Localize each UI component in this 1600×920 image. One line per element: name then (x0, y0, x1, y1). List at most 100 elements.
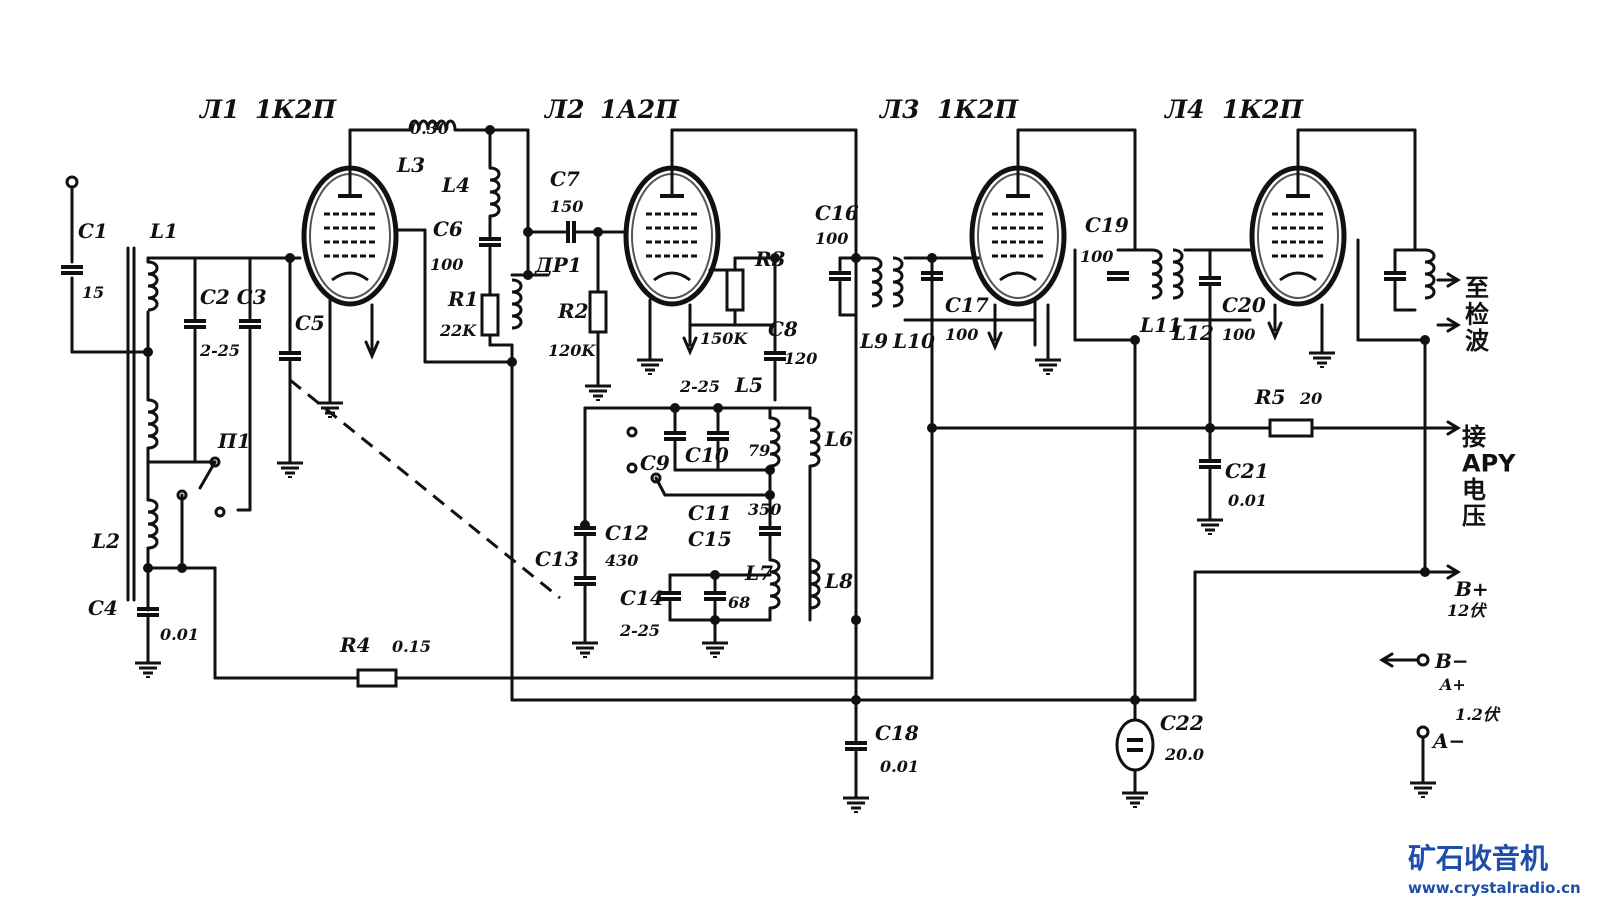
c15-ref: C15 (688, 527, 732, 551)
cap-c2 (182, 319, 208, 329)
r5-ref: R5 (1254, 385, 1286, 409)
choke-dr1 (510, 278, 523, 330)
c11-ref: C11 (688, 501, 732, 525)
c16-value: 100 (815, 229, 848, 248)
ground-icon (133, 653, 163, 679)
r1-ref: R1 (447, 287, 479, 311)
cap-c15 (702, 591, 728, 601)
coil-l4 (488, 166, 501, 218)
cap-c11 (757, 526, 783, 536)
cap-c12 (572, 526, 598, 536)
l6-ref: L6 (824, 427, 853, 451)
coil-l3 (408, 119, 457, 131)
r3-value: 150K (700, 329, 748, 348)
terminal-b-minus: B− (1434, 649, 1469, 673)
c6-ref: C6 (433, 217, 463, 241)
c17-ref: C17 (945, 293, 989, 317)
c12-ref: C12 (605, 521, 649, 545)
c19-value: 100 (1080, 247, 1113, 266)
l4-ref: L4 (441, 173, 470, 197)
tube-l3-ref: Л3 (878, 95, 920, 124)
c22-ref: C22 (1160, 711, 1204, 735)
c10-ref: C10 (685, 443, 729, 467)
c16-ref: C16 (815, 201, 859, 225)
r2-value: 120K (548, 341, 596, 360)
l1-ref: L1 (149, 219, 178, 243)
cap-c6 (477, 237, 503, 247)
c21-ref: C21 (1225, 459, 1269, 483)
terminal-a-voltage: 1.2伏 (1455, 705, 1501, 724)
l5-ref: L5 (734, 373, 763, 397)
c11-value: 350 (748, 500, 781, 519)
ground-icon (315, 393, 345, 419)
ground-icon (700, 633, 730, 659)
coil-l12 (1171, 248, 1184, 300)
tube-l3-type: 1К2П (937, 95, 1020, 124)
r5-value: 20 (1299, 389, 1322, 408)
l11-ref: L11 (1139, 313, 1182, 337)
tube-l4-ref: Л4 (1163, 95, 1205, 124)
r1-value: 22K (439, 321, 477, 340)
c14-ref: C14 (620, 586, 664, 610)
c8-value: 120 (784, 349, 817, 368)
c18-ref: C18 (875, 721, 919, 745)
cap-c4 (135, 607, 161, 617)
cap-c13 (572, 576, 598, 586)
ground-icon (1033, 350, 1063, 376)
ground-icon (1408, 773, 1438, 799)
switch-ref: П1 (217, 429, 251, 453)
c9-value: 2-25 (679, 377, 720, 396)
terminal-detector: 至检波 (1465, 274, 1490, 355)
c15-value: 68 (728, 593, 750, 612)
c5-ref: C5 (295, 311, 325, 335)
cap-c16 (827, 271, 853, 281)
l3-ref: L3 (396, 153, 425, 177)
tube-l4-type: 1К2П (1222, 95, 1305, 124)
r2-ref: R2 (557, 299, 589, 323)
c20-value: 100 (1222, 325, 1255, 344)
c19-ref: C19 (1085, 213, 1129, 237)
cap-c21 (1197, 459, 1223, 469)
r4-value: 0.15 (392, 637, 431, 656)
watermark-title: 矿石收音机 (1408, 842, 1548, 875)
cap-c10 (705, 431, 731, 441)
cap-c20 (1197, 276, 1223, 286)
r4-ref: R4 (339, 633, 371, 657)
c7-ref: C7 (550, 167, 580, 191)
tube-l3 (972, 168, 1064, 304)
c7-value: 150 (550, 197, 583, 216)
junction-dots (143, 125, 1430, 705)
c14-value: 2-25 (619, 621, 660, 640)
c1-ref: C1 (78, 219, 108, 243)
coil-l10 (891, 256, 904, 308)
coil-l9 (870, 256, 883, 308)
tube-l1 (304, 168, 396, 304)
l8-ref: L8 (824, 569, 853, 593)
coil-l5 (768, 416, 781, 468)
tube-l4 (1252, 168, 1344, 304)
c4-value: 0.01 (160, 625, 199, 644)
c2c3-value: 2-25 (199, 341, 240, 360)
coil-l6 (808, 416, 821, 468)
cap-c5 (277, 351, 303, 361)
tube-l1-type: 1К2П (255, 95, 338, 124)
choke-ref: ДР1 (534, 253, 582, 277)
c1-value: 15 (82, 283, 104, 302)
cap-c3 (237, 319, 263, 329)
gang-link-line (289, 378, 561, 600)
c12-value: 430 (605, 551, 638, 570)
ground-icon (841, 788, 871, 814)
l9-ref: L9 (859, 329, 888, 353)
coil-l1 (146, 260, 159, 312)
tube-l2-type: 1А2П (600, 95, 680, 124)
tube-l2-ref: Л2 (543, 95, 585, 124)
coil-l1-lower (146, 398, 159, 450)
coil-l2 (146, 498, 159, 550)
coil-l11 (1150, 248, 1163, 300)
cap-c7 (566, 219, 576, 245)
l10-ref: L10 (892, 329, 935, 353)
ground-icon (1195, 510, 1225, 536)
cap-c1 (59, 265, 85, 275)
